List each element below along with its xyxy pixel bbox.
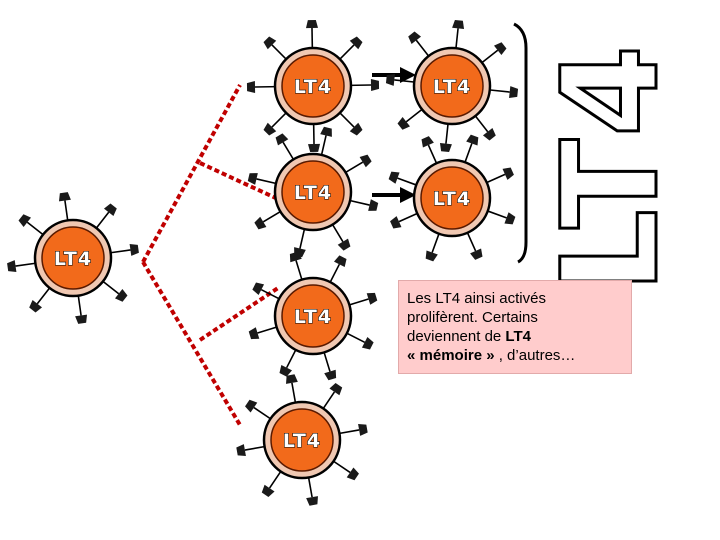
receptor-spike <box>235 439 269 459</box>
receptor-spike <box>301 473 321 507</box>
arrow-mid <box>372 187 416 203</box>
lt4-cell-top-right: LT4 <box>384 18 520 154</box>
lt4-cell-parent: LT4 <box>6 191 140 325</box>
arrow-top <box>372 67 416 83</box>
note-line-3-bold: LT4 <box>505 328 531 345</box>
svg-text:LT4: LT4 <box>534 43 688 293</box>
group-bracket <box>513 22 528 264</box>
cell-label: LT4 <box>294 76 332 98</box>
cell-label: LT4 <box>294 306 332 328</box>
cell-body <box>281 284 345 348</box>
receptor-spike <box>486 82 520 100</box>
cell-body <box>420 166 484 230</box>
receptor-spike <box>448 18 466 52</box>
lt4-cell-mid-right: LT4 <box>387 133 517 263</box>
lt4-cell-lower: LT4 <box>247 250 379 382</box>
receptor-spike <box>6 256 39 274</box>
receptor-spike <box>306 121 321 153</box>
link-trunk-lower <box>141 260 242 427</box>
lt4-cell-top-left: LT4 <box>246 19 380 153</box>
lt4-cell-bottom: LT4 <box>235 373 369 507</box>
receptor-spike <box>107 242 140 260</box>
note-line-3: deviennent de LT4 <box>407 327 621 346</box>
receptor-spike <box>335 421 369 441</box>
note-line-3-prefix: deviennent de <box>407 328 506 345</box>
link-branch-lower <box>198 286 280 342</box>
receptor-spike <box>305 19 320 51</box>
receptor-spike <box>438 120 456 154</box>
note-line-4-bold: « mémoire » <box>407 347 495 364</box>
lineage-links <box>141 84 281 427</box>
cell-label: LT4 <box>433 76 471 98</box>
link-branch-mid <box>199 161 281 202</box>
cell-label: LT4 <box>433 188 471 210</box>
big-lt4-label: LT4 <box>533 41 690 294</box>
receptor-spike <box>283 373 303 407</box>
cell-body <box>281 160 345 224</box>
lt4-cell-mid-left: LT4 <box>246 125 380 259</box>
receptor-spike <box>246 79 278 94</box>
cell-body <box>41 226 105 290</box>
note-line-4-rest: , d’autres… <box>494 347 576 364</box>
cell-label: LT4 <box>283 430 321 452</box>
receptor-spike <box>348 78 380 93</box>
cell-body <box>270 408 334 472</box>
cell-label: LT4 <box>294 182 332 204</box>
cell-body <box>420 54 484 118</box>
receptor-spike <box>71 292 89 325</box>
note-line-2: prolifèrent. Certains <box>407 309 538 326</box>
explanation-note: Les LT4 ainsi activés prolifèrent. Certa… <box>398 280 632 374</box>
cell-body <box>281 54 345 118</box>
note-line-4: « mémoire » , d’autres… <box>407 346 621 365</box>
receptor-spike <box>57 191 75 224</box>
cell-label: LT4 <box>54 248 92 270</box>
link-trunk-upper <box>141 84 242 263</box>
note-line-1: Les LT4 ainsi activés <box>407 290 546 307</box>
